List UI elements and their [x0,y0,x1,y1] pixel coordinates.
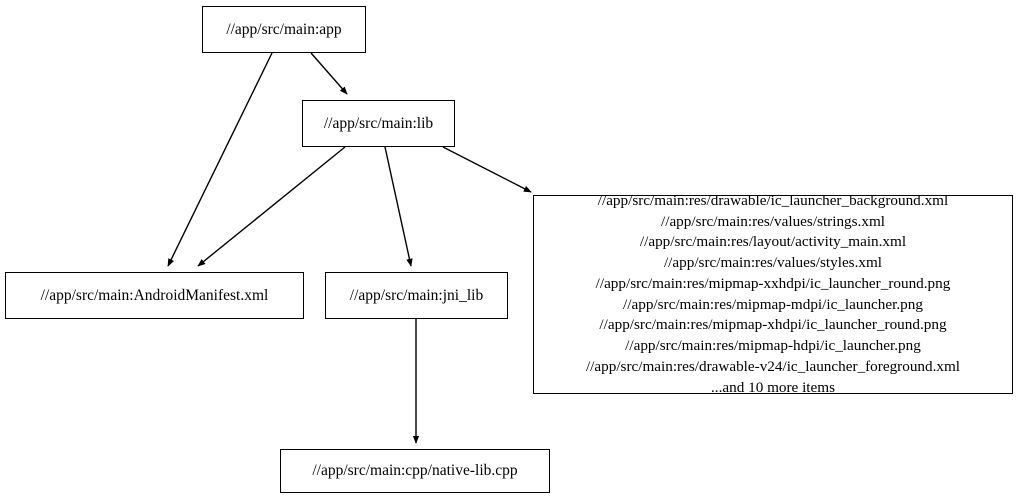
edge-lib-to-resources [442,146,532,193]
edge-lib-to-jni-lib [384,146,413,267]
node-lib[interactable]: //app/src/main:lib [302,100,455,147]
edge-app-to-lib [310,52,348,95]
node-resources-group-label: //app/src/main:res/drawable/ic_launcher_… [585,191,961,396]
node-jni-lib[interactable]: //app/src/main:jni_lib [325,272,508,319]
node-resources-group[interactable]: //app/src/main:res/drawable/ic_launcher_… [533,192,1013,396]
node-android-manifest-label: //app/src/main:AndroidManifest.xml [40,286,269,304]
node-jni-lib-label: //app/src/main:jni_lib [349,286,484,304]
node-android-manifest[interactable]: //app/src/main:AndroidManifest.xml [5,272,304,319]
node-app-label: //app/src/main:app [226,20,342,38]
node-app[interactable]: //app/src/main:app [202,6,366,53]
node-native-lib-cpp[interactable]: //app/src/main:cpp/native-lib.cpp [280,449,550,493]
node-lib-label: //app/src/main:lib [323,114,434,132]
edge-app-to-manifest [167,52,273,267]
node-native-lib-cpp-label: //app/src/main:cpp/native-lib.cpp [312,462,518,480]
edge-lib-to-manifest [197,146,346,267]
